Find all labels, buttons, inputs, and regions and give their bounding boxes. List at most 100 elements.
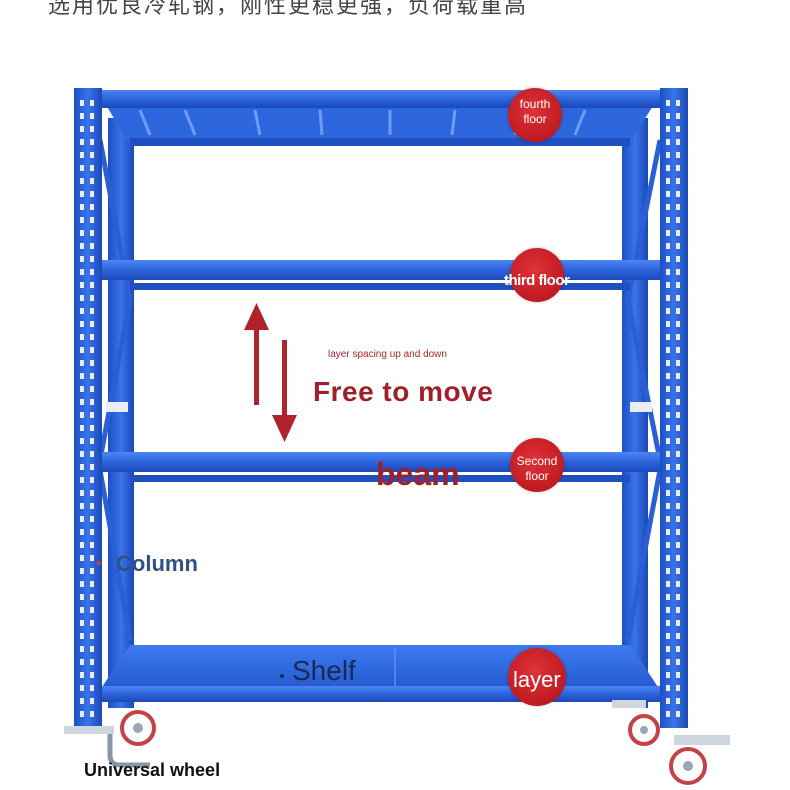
- post-hole: [666, 581, 670, 587]
- post-hole: [90, 698, 94, 704]
- universal-wheel-label: Universal wheel: [84, 760, 221, 780]
- post-hole: [80, 399, 84, 405]
- post-hole: [90, 282, 94, 288]
- layer-label: layer: [513, 667, 561, 692]
- post-hole: [80, 386, 84, 392]
- wheel-right-2: [669, 735, 730, 785]
- wheel-right-1: [612, 700, 660, 746]
- post-hole: [90, 581, 94, 587]
- post-hole: [80, 529, 84, 535]
- second-floor-badge: [510, 438, 564, 492]
- post-hole: [90, 295, 94, 301]
- post-hole: [80, 568, 84, 574]
- third-floor-badge: [510, 248, 564, 302]
- post-hole: [80, 139, 84, 145]
- post-hole: [666, 126, 670, 132]
- post-hole: [90, 230, 94, 236]
- post-hole: [80, 347, 84, 353]
- post-hole: [90, 477, 94, 483]
- free-to-move-label: Free to move: [313, 376, 494, 407]
- post-hole: [80, 191, 84, 197]
- post-hole: [90, 529, 94, 535]
- fourth-floor-label-line1: fourth: [519, 97, 551, 111]
- third-floor-beam: [100, 260, 660, 290]
- post-hole: [666, 711, 670, 717]
- post-hole: [676, 477, 680, 483]
- post-hole: [676, 178, 680, 184]
- post-hole: [666, 230, 670, 236]
- post-hole: [80, 165, 84, 171]
- post-hole: [676, 334, 680, 340]
- post-hole: [90, 685, 94, 691]
- post-hole: [90, 451, 94, 457]
- post-hole: [80, 217, 84, 223]
- post-hole: [666, 152, 670, 158]
- right-bracket: [630, 402, 652, 412]
- post-hole: [90, 646, 94, 652]
- post-hole: [90, 386, 94, 392]
- post-hole: [676, 672, 680, 678]
- post-hole: [666, 386, 670, 392]
- post-hole: [666, 490, 670, 496]
- headline-text: 选用优良冷轧钢，刚性更稳更强，负荷载重高: [48, 0, 529, 19]
- post-hole: [90, 334, 94, 340]
- post-hole: [666, 191, 670, 197]
- column-holes: [80, 100, 680, 717]
- post-hole: [676, 646, 680, 652]
- post-hole: [90, 607, 94, 613]
- post-hole: [80, 672, 84, 678]
- post-hole: [676, 399, 680, 405]
- post-hole: [676, 711, 680, 717]
- post-hole: [80, 490, 84, 496]
- post-hole: [80, 464, 84, 470]
- post-hole: [80, 633, 84, 639]
- fourth-floor-label-line2: floor: [523, 112, 547, 126]
- bottom-shelf-deck: [100, 645, 660, 702]
- post-hole: [666, 542, 670, 548]
- post-hole: [666, 464, 670, 470]
- second-floor-label-line1: Second: [516, 454, 558, 468]
- post-hole: [676, 698, 680, 704]
- post-hole: [666, 503, 670, 509]
- post-hole: [676, 490, 680, 496]
- front-column-right: [660, 88, 688, 728]
- post-hole: [676, 633, 680, 639]
- post-hole: [90, 347, 94, 353]
- post-hole: [676, 347, 680, 353]
- front-column-left: [74, 88, 102, 728]
- post-hole: [90, 516, 94, 522]
- post-hole: [80, 178, 84, 184]
- post-hole: [80, 438, 84, 444]
- post-hole: [90, 373, 94, 379]
- post-hole: [676, 451, 680, 457]
- post-hole: [676, 165, 680, 171]
- post-hole: [676, 555, 680, 561]
- back-column-right: [622, 118, 648, 708]
- down-arrow: [272, 340, 297, 442]
- post-hole: [80, 555, 84, 561]
- post-hole: [90, 308, 94, 314]
- post-hole: [90, 191, 94, 197]
- post-hole: [666, 256, 670, 262]
- post-hole: [80, 594, 84, 600]
- fourth-floor-label: fourth floor: [512, 97, 558, 127]
- shelf-pointer-dot: [280, 674, 284, 678]
- post-hole: [666, 568, 670, 574]
- post-hole: [676, 191, 680, 197]
- post-hole: [80, 373, 84, 379]
- post-hole: [90, 178, 94, 184]
- post-hole: [90, 555, 94, 561]
- post-hole: [666, 113, 670, 119]
- post-hole: [666, 659, 670, 665]
- beam-label: beam: [376, 456, 460, 492]
- post-hole: [90, 633, 94, 639]
- post-hole: [666, 529, 670, 535]
- post-hole: [80, 295, 84, 301]
- post-hole: [676, 269, 680, 275]
- post-hole: [666, 139, 670, 145]
- post-hole: [666, 373, 670, 379]
- post-hole: [676, 685, 680, 691]
- post-hole: [80, 204, 84, 210]
- post-hole: [666, 685, 670, 691]
